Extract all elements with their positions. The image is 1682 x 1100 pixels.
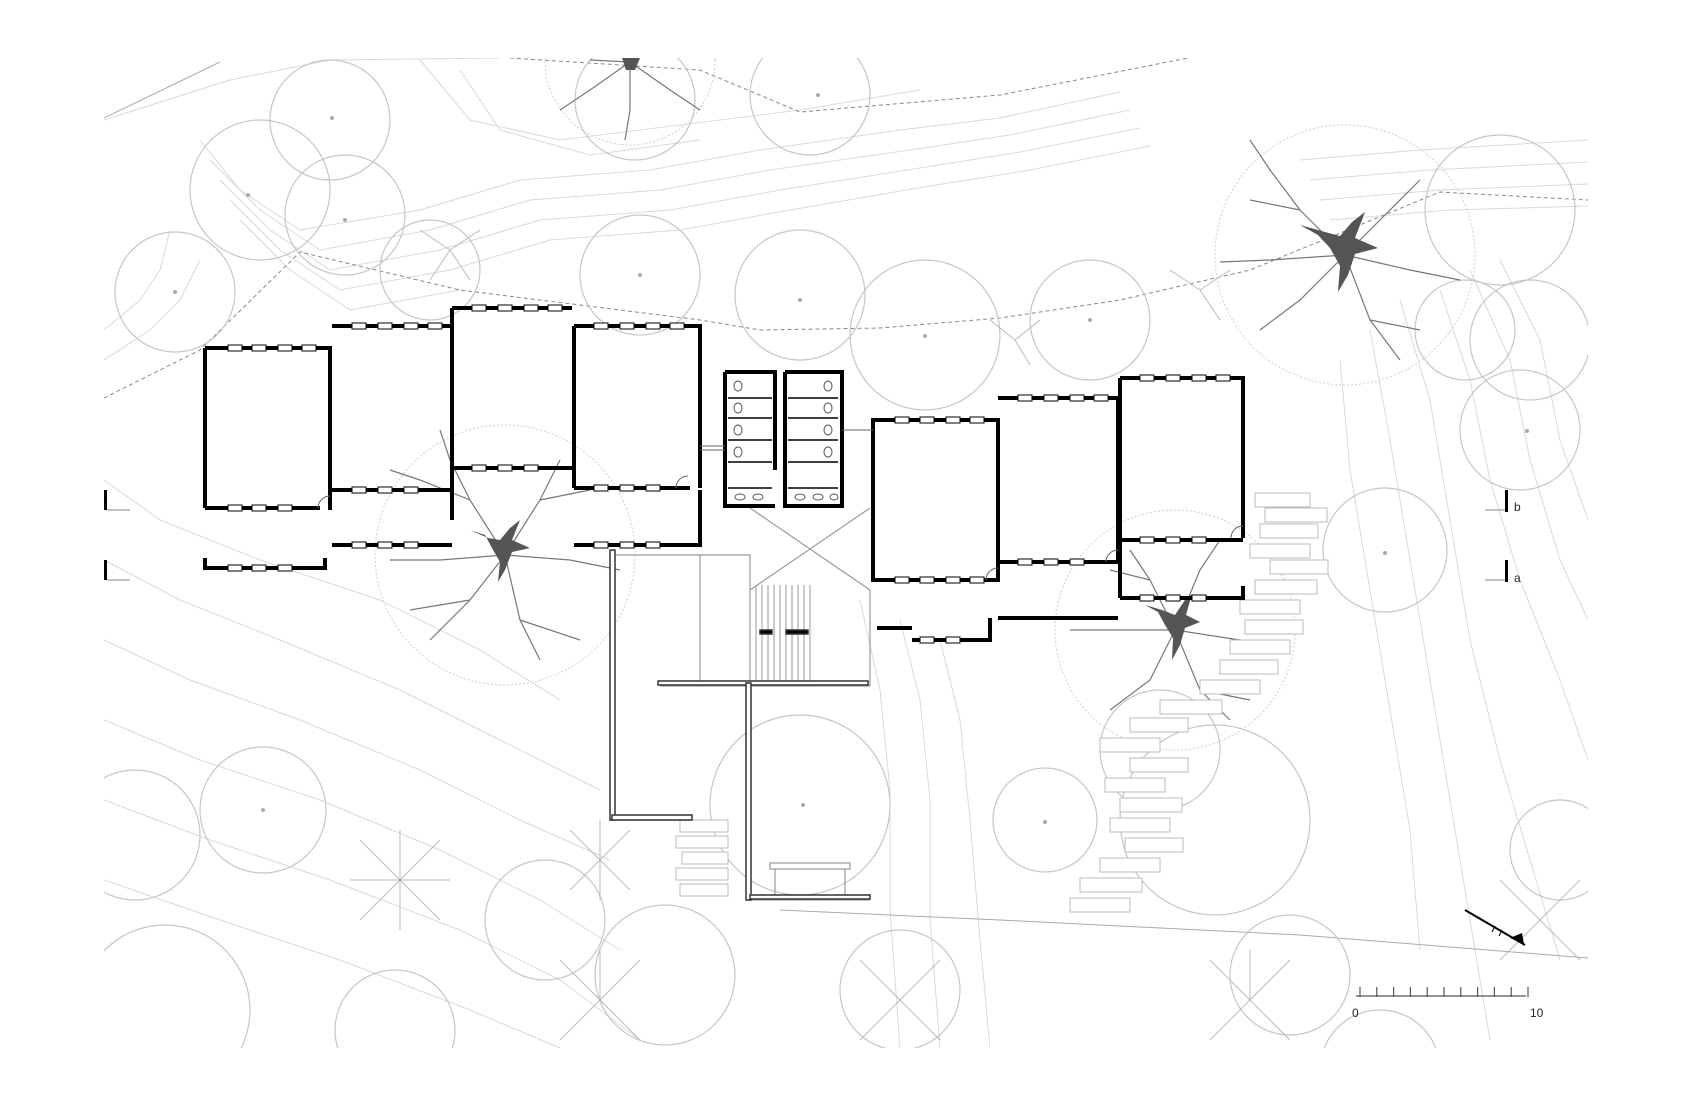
scale-label-end: 10: [1530, 1006, 1544, 1020]
contour-lines: [104, 58, 1588, 1048]
building-walls: [203, 306, 1245, 642]
courtyard-outline: [611, 507, 871, 901]
shrubs: [350, 229, 1581, 1041]
section-mark-a-right: [1485, 560, 1508, 582]
windows: [227, 304, 1231, 644]
section-mark-b-right: [1485, 490, 1508, 512]
section-markers: b a: [104, 490, 1521, 585]
tree-canopies: [104, 58, 1588, 1048]
stepping-stone-path: [675, 492, 1329, 913]
section-mark-a-left: [104, 560, 130, 581]
site-boundary: [104, 61, 1588, 959]
doors: [317, 429, 1244, 581]
tree-icon: [1214, 124, 1476, 386]
tree-icon: [1054, 509, 1296, 751]
scale-bar-ticks: [1359, 987, 1529, 997]
tree-icon: [374, 424, 636, 686]
stair: [755, 585, 811, 686]
tree-centers: [173, 93, 1529, 824]
restroom-stalls: [728, 397, 838, 489]
north-arrow-icon: [1464, 909, 1526, 946]
site-walls: [609, 549, 871, 901]
scale-bar: [1356, 987, 1529, 997]
scale-label-start: 0: [1352, 1006, 1359, 1020]
toilet-fixtures: [733, 380, 839, 501]
tree-icon: [544, 58, 716, 146]
section-mark-b-left: [104, 490, 130, 511]
section-label-b: b: [1514, 500, 1521, 514]
section-label-a: a: [1514, 571, 1521, 585]
